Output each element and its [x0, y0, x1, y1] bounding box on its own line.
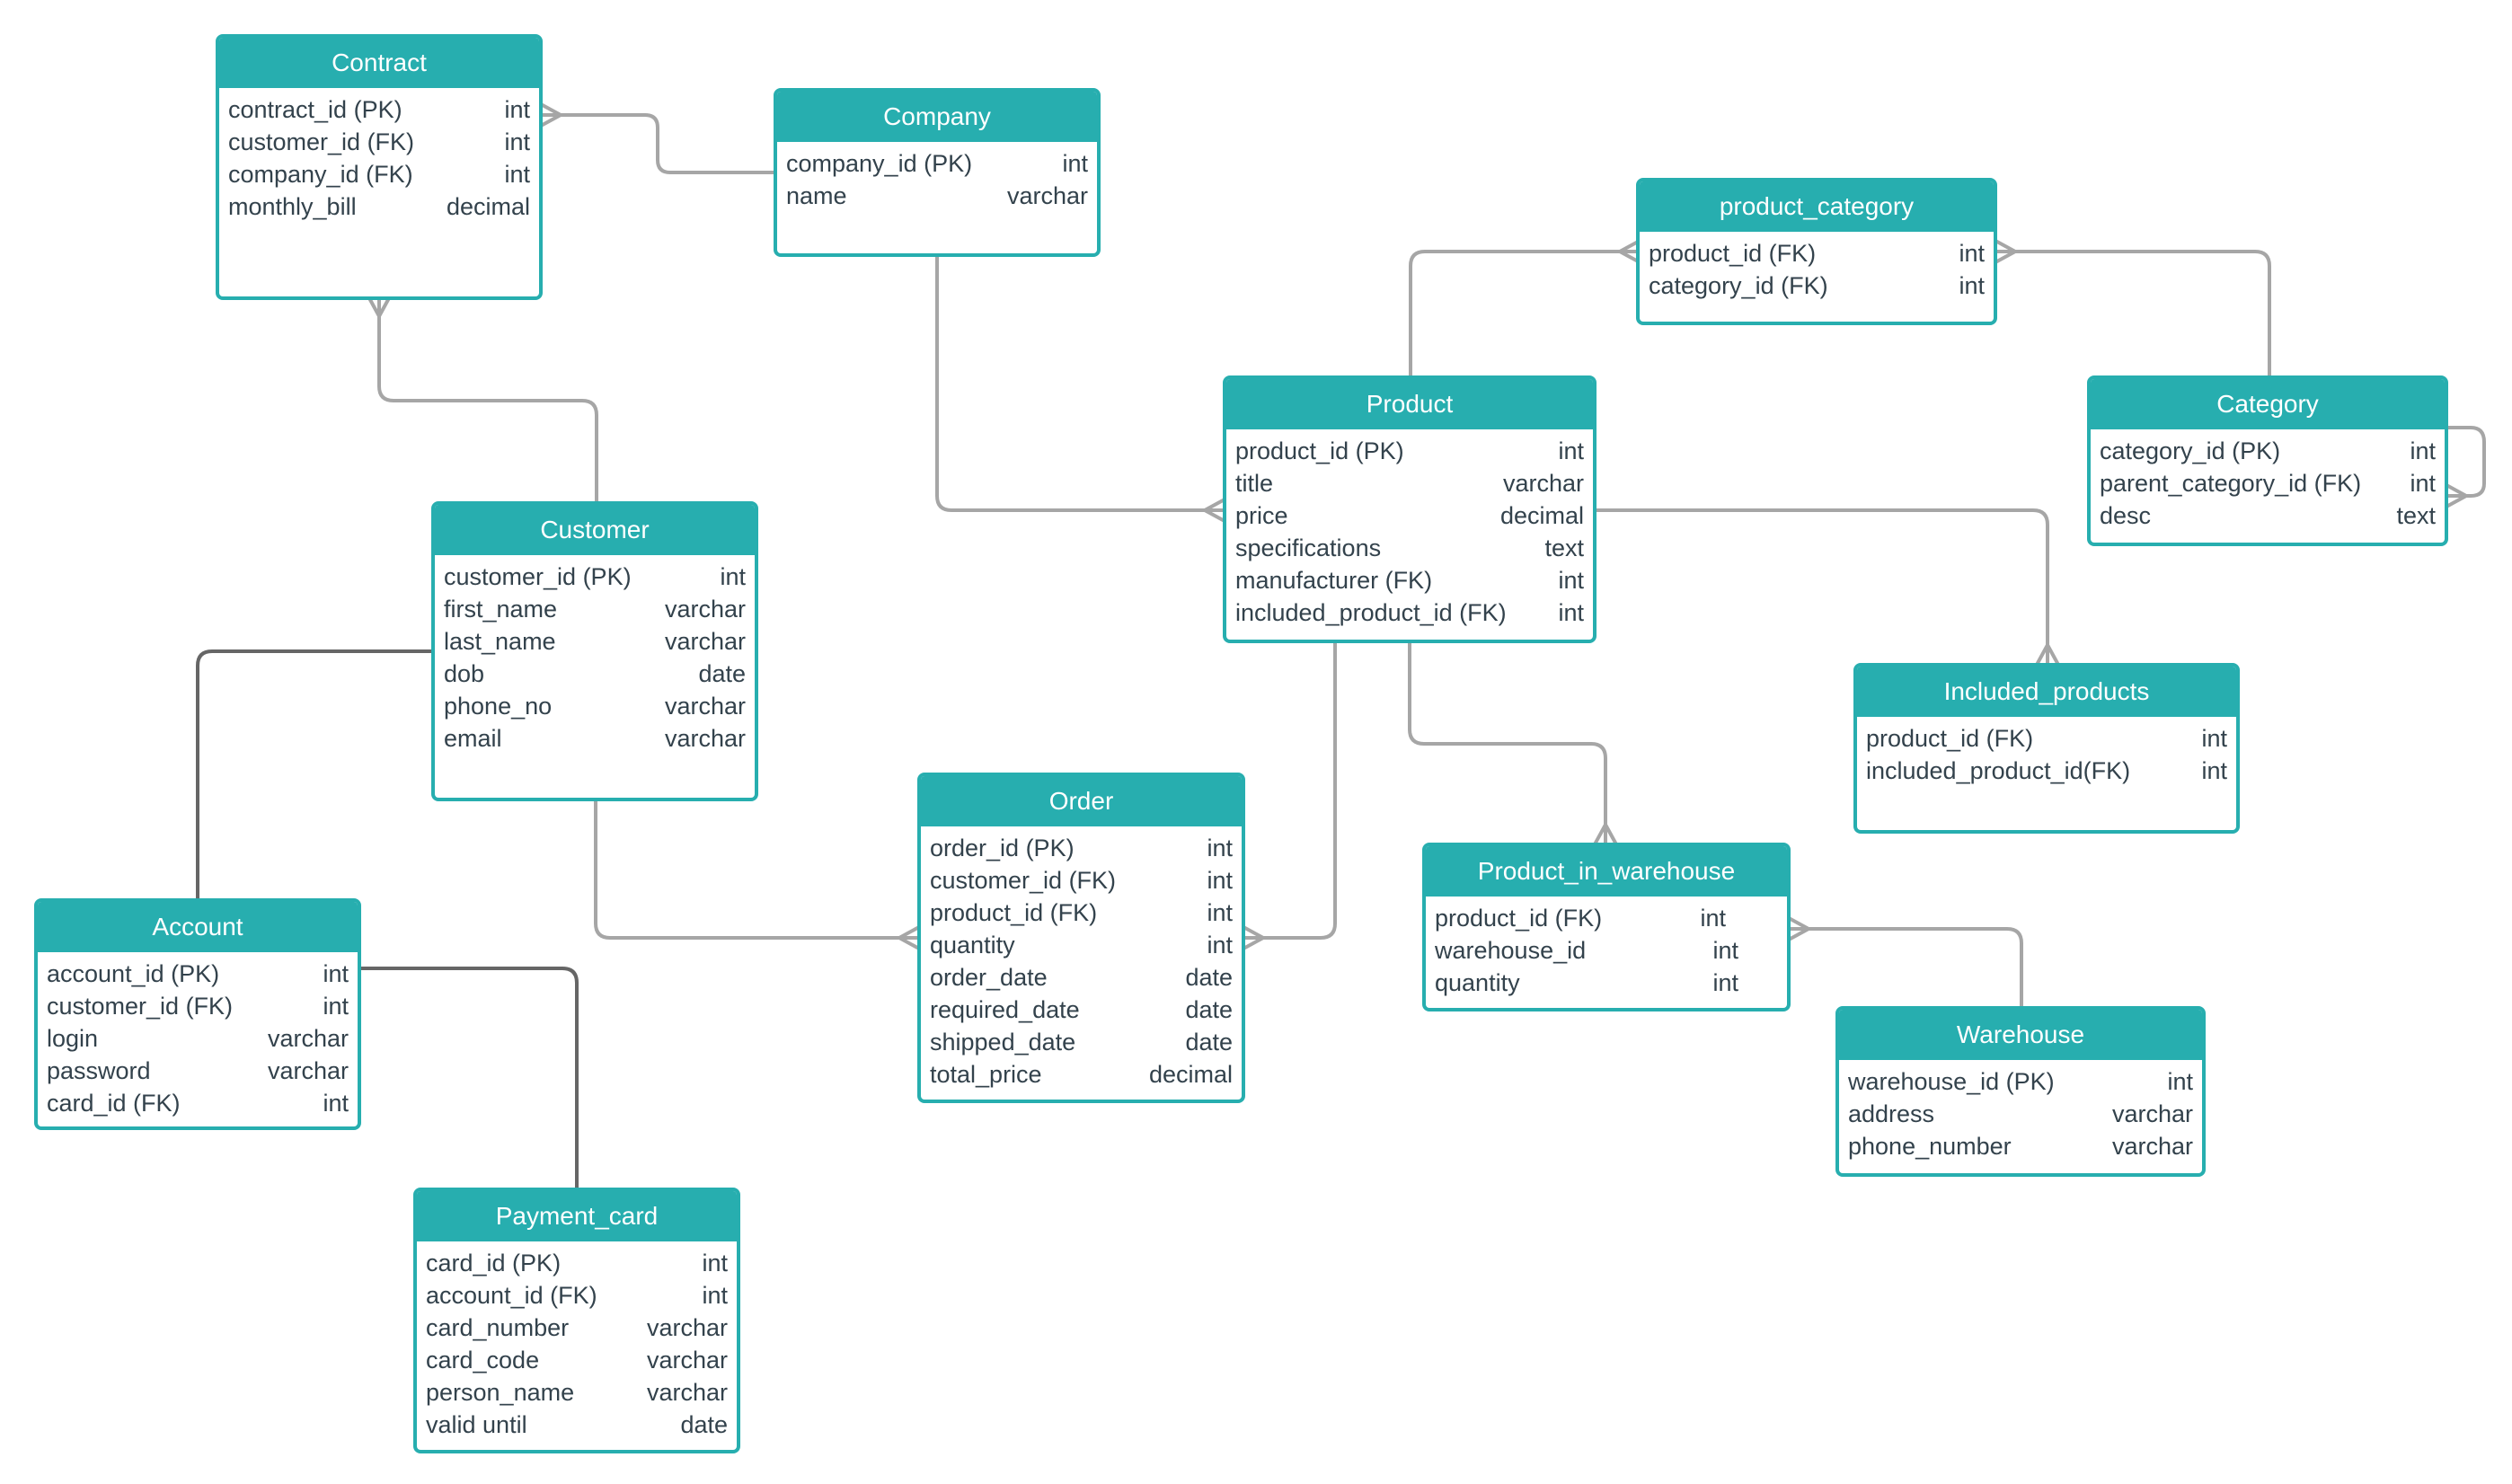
entity-title: Payment_card	[417, 1191, 737, 1241]
field-row: company_id (FK)int	[228, 160, 530, 188]
field-row: product_id (FK)int	[1435, 904, 1726, 932]
field-row: customer_id (FK)int	[47, 992, 349, 1020]
connector-contract-company	[541, 113, 777, 174]
connector-pc-category	[1995, 250, 2271, 377]
entity-account[interactable]: Account account_id (PK)int customer_id (…	[34, 898, 361, 1130]
entity-product-in-warehouse[interactable]: Product_in_warehouse product_id (FK)int …	[1422, 843, 1791, 1011]
entity-title: Category	[2091, 379, 2445, 429]
field-row: order_id (PK)int	[930, 834, 1233, 861]
entity-order[interactable]: Order order_id (PK)int customer_id (FK)i…	[917, 773, 1245, 1103]
entity-title: Contract	[219, 38, 539, 88]
entity-title: Order	[921, 776, 1242, 826]
entity-title: Product_in_warehouse	[1426, 846, 1787, 897]
field-row: warehouse_id (PK)int	[1848, 1067, 2193, 1095]
entity-included-products[interactable]: Included_products product_id (FK)int inc…	[1853, 663, 2240, 834]
entity-title: Customer	[435, 505, 755, 555]
crowfoot-product-included	[2035, 644, 2060, 666]
field-row: account_id (FK)int	[426, 1281, 728, 1309]
field-row: category_id (FK)int	[1649, 271, 1985, 299]
field-row: product_id (FK)int	[1866, 724, 2227, 752]
connector-product-order	[1243, 641, 1337, 940]
entity-title: Company	[777, 92, 1097, 142]
crowfoot-pc-category	[1995, 239, 2016, 264]
field-row: product_id (PK)int	[1235, 437, 1584, 464]
connector-contract-customer	[377, 296, 598, 505]
entity-contract[interactable]: Contract contract_id (PK)int customer_id…	[216, 34, 543, 300]
field-row: contract_id (PK)int	[228, 95, 530, 123]
connector-category-self	[2446, 426, 2486, 498]
connector-company-product	[935, 255, 1225, 512]
crowfoot-product-piw	[1593, 824, 1618, 845]
entity-product-category[interactable]: product_category product_id (FK)int cate…	[1636, 178, 1997, 325]
connector-customer-order	[594, 799, 919, 940]
connector-customer-account	[196, 649, 433, 902]
field-row: customer_id (FK)int	[930, 866, 1233, 894]
crowfoot-piw-warehouse	[1788, 916, 1809, 941]
field-row: manufacturer (FK)int	[1235, 566, 1584, 594]
field-row: company_id (PK)int	[786, 149, 1088, 177]
crowfoot-company-product	[1204, 498, 1225, 523]
field-row: included_product_id(FK)int	[1866, 756, 2227, 784]
field-row: parent_category_id (FK)int	[2100, 469, 2436, 497]
crowfoot-category-self	[2446, 483, 2467, 508]
connector-pc-product	[1409, 250, 1640, 377]
crowfoot-product-order	[1243, 925, 1264, 950]
crowfoot-customer-order	[898, 925, 920, 950]
entity-title: Product	[1226, 379, 1593, 429]
entity-title: Warehouse	[1839, 1010, 2202, 1060]
entity-category[interactable]: Category category_id (PK)int parent_cate…	[2087, 375, 2448, 546]
entity-title: Included_products	[1857, 667, 2236, 717]
field-row: product_id (FK)int	[1649, 239, 1985, 267]
entity-title: Account	[38, 902, 358, 952]
field-row: included_product_id (FK)int	[1235, 598, 1584, 626]
entity-payment-card[interactable]: Payment_card card_id (PK)int account_id …	[413, 1188, 740, 1453]
field-row: category_id (PK)int	[2100, 437, 2436, 464]
connector-piw-warehouse	[1789, 927, 2023, 1010]
field-row: card_id (PK)int	[426, 1249, 728, 1276]
connector-product-included	[1595, 508, 2049, 665]
field-row: customer_id (PK)int	[444, 562, 746, 590]
connector-account-paymentcard	[359, 967, 579, 1191]
entity-title: product_category	[1640, 181, 1994, 232]
field-row: customer_id (FK)int	[228, 128, 530, 155]
connector-product-piw	[1408, 641, 1607, 844]
field-row: account_id (PK)int	[47, 959, 349, 987]
field-row: card_id (FK)int	[47, 1089, 349, 1117]
field-row: product_id (FK)int	[930, 898, 1233, 926]
crowfoot-contract-company	[540, 102, 562, 128]
